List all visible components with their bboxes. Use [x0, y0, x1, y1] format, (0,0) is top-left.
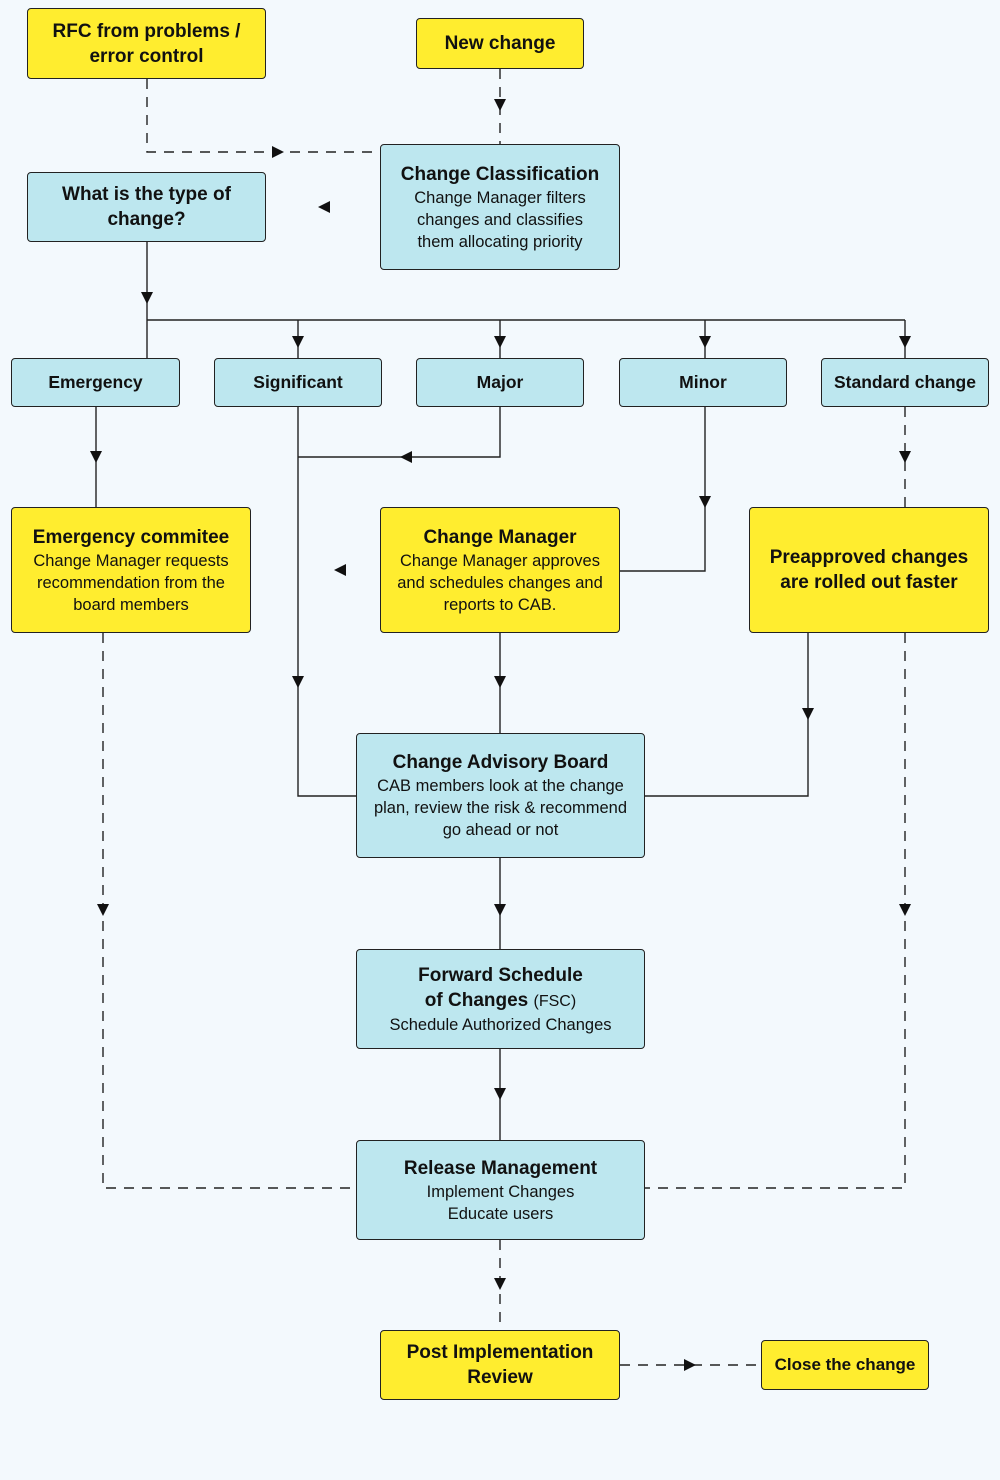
fsc-title-line1: Forward Schedule: [418, 964, 583, 986]
edge-preapproved-release: [645, 633, 906, 1189]
change-classification-title: Change Classification: [400, 163, 600, 185]
edge-committee-release: [102, 633, 356, 1189]
minor-label: Minor: [679, 372, 727, 392]
major-label: Major: [476, 372, 524, 392]
arrow-major: [494, 336, 506, 348]
arrow-emergency-down: [90, 451, 102, 463]
arrow-minor: [699, 336, 711, 348]
fsc-title-line2: of Changes (FSC): [425, 988, 576, 1014]
arrow-minor-down: [699, 496, 711, 508]
arrow-preapproved-down: [802, 708, 814, 720]
emergency-committee-node[interactable]: Emergency commitee Change Manager reques…: [11, 507, 251, 633]
arrow-cab-down: [494, 904, 506, 916]
change-type-question-title: What is the type of change?: [62, 184, 231, 230]
arrow-cm-down: [494, 676, 506, 688]
rfc-title: RFC from problems / error control: [52, 20, 241, 67]
release-management-title: Release Management: [403, 1157, 598, 1179]
change-classification-node[interactable]: Change Classification Change Manager fil…: [380, 144, 620, 270]
new-change-node[interactable]: New change: [416, 18, 584, 69]
emergency-node[interactable]: Emergency: [11, 358, 180, 407]
arrow-significant-down: [292, 676, 304, 688]
close-change-node[interactable]: Close the change: [761, 1340, 929, 1390]
emergency-committee-desc: Change Manager requests recommendation f…: [33, 551, 229, 614]
edge-significant-cab: [297, 407, 356, 797]
close-change-label: Close the change: [774, 1355, 916, 1374]
cab-desc: CAB members look at the change plan, rev…: [373, 777, 628, 839]
arrow-rfc-right: [272, 146, 284, 158]
cab-title: Change Advisory Board: [392, 752, 609, 773]
arrow-branch-down: [141, 292, 153, 304]
change-type-question-node[interactable]: What is the type of change?: [27, 172, 266, 242]
standard-change-node[interactable]: Standard change: [821, 358, 989, 407]
change-classification-desc: Change Manager filters changes and class…: [414, 188, 586, 251]
arrow-major-left: [400, 451, 412, 463]
standard-change-label: Standard change: [834, 372, 976, 392]
preapproved-changes-title: Preapproved changes are rolled out faste…: [769, 547, 969, 593]
new-change-title: New change: [444, 33, 556, 54]
arrow-pir-right: [684, 1359, 696, 1371]
edge-rfc-classification: [146, 79, 380, 153]
arrow-standard-down: [899, 451, 911, 463]
arrow-standard: [899, 336, 911, 348]
emergency-label: Emergency: [48, 372, 143, 392]
minor-node[interactable]: Minor: [619, 358, 787, 407]
fsc-title-main: of Changes: [424, 989, 529, 1011]
significant-label: Significant: [253, 372, 343, 392]
post-implementation-review-title: Post Implementation Review: [406, 1342, 594, 1388]
emergency-committee-title: Emergency commitee: [32, 526, 230, 548]
arrow-to-type: [318, 201, 330, 213]
significant-node[interactable]: Significant: [214, 358, 382, 407]
release-desc-line1: Implement Changes: [426, 1182, 575, 1201]
post-implementation-review-node[interactable]: Post Implementation Review: [380, 1330, 620, 1400]
edge-minor-cm: [620, 407, 706, 572]
arrow-standard-release: [899, 904, 911, 916]
forward-schedule-node[interactable]: Forward Schedule of Changes (FSC) Schedu…: [356, 949, 645, 1049]
arrow-new-down: [494, 99, 506, 111]
arrow-release-down: [494, 1278, 506, 1290]
major-node[interactable]: Major: [416, 358, 584, 407]
change-manager-node[interactable]: Change Manager Change Manager approves a…: [380, 507, 620, 633]
change-manager-desc: Change Manager approves and schedules ch…: [397, 551, 603, 614]
release-management-node[interactable]: Release Management Implement Changes Edu…: [356, 1140, 645, 1240]
change-advisory-board-node[interactable]: Change Advisory Board CAB members look a…: [356, 733, 645, 858]
arrow-committee-down: [97, 904, 109, 916]
change-manager-title: Change Manager: [423, 526, 577, 548]
arrow-significant: [292, 336, 304, 348]
release-desc-line2: Educate users: [447, 1204, 554, 1223]
fsc-desc: Schedule Authorized Changes: [389, 1015, 612, 1034]
rfc-node[interactable]: RFC from problems / error control: [27, 8, 266, 79]
fsc-title-abbrev: (FSC): [533, 992, 577, 1010]
edge-major-join: [298, 407, 501, 458]
arrow-to-committee: [334, 564, 346, 576]
edge-preapproved-cab: [645, 633, 809, 797]
preapproved-changes-node[interactable]: Preapproved changes are rolled out faste…: [749, 507, 989, 633]
arrow-fsc-down: [494, 1088, 506, 1100]
